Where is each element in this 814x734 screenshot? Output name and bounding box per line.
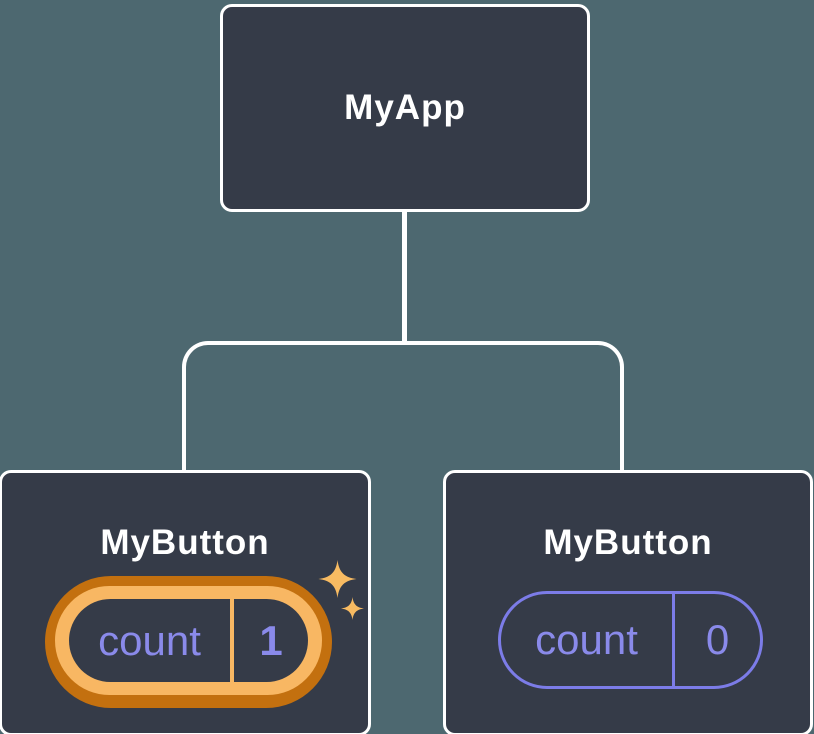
connector-stem	[402, 210, 407, 345]
state-pill-divider	[672, 594, 675, 686]
node-mybutton-left: MyButton count 1	[0, 470, 371, 734]
state-key: count	[535, 616, 638, 663]
state-pill-interior: count 1	[69, 599, 308, 682]
state-pill-divider	[230, 599, 234, 682]
sparkle-large-icon	[318, 560, 357, 598]
node-mybutton-right: MyButton count 0	[443, 470, 813, 734]
state-pill-highlighted: count 1	[45, 576, 332, 708]
node-myapp-label: MyApp	[344, 88, 466, 127]
state-pill-plain: count 0	[498, 591, 763, 689]
state-key: count	[98, 616, 201, 664]
sparkle-small-icon	[340, 597, 365, 620]
state-value: 1	[259, 616, 283, 664]
node-myapp: MyApp	[220, 4, 590, 212]
node-mybutton-left-label: MyButton	[100, 523, 270, 562]
node-mybutton-right-label: MyButton	[543, 523, 713, 562]
state-pill-highlight-ring: count 1	[55, 586, 322, 695]
state-value: 0	[705, 616, 730, 663]
connector-branch	[182, 341, 624, 470]
